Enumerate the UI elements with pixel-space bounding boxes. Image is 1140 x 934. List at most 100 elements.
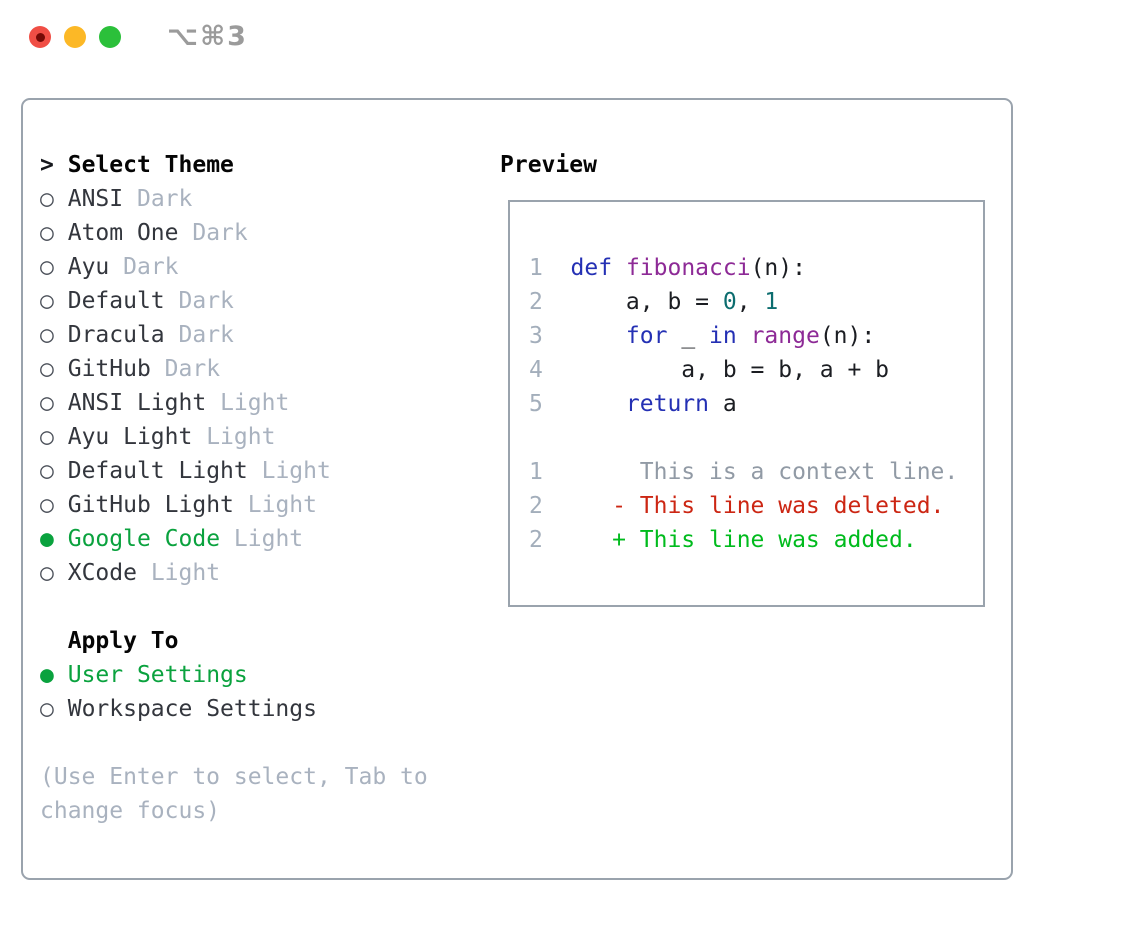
section-gap (40, 590, 480, 624)
preview-code-line: 2 + This line was added. (529, 523, 983, 557)
radio-icon: ○ (40, 458, 54, 484)
preview-code-line: 5 return a (529, 387, 983, 421)
theme-variant-badge: Light (206, 424, 276, 450)
code-token-pln (737, 323, 751, 349)
theme-picker-column: > Select Theme ○ ANSI Dark○ Atom One Dar… (40, 148, 480, 828)
theme-variant-badge: Dark (164, 356, 221, 382)
radio-icon: ○ (40, 696, 54, 722)
select-theme-header: > Select Theme (40, 148, 480, 182)
theme-variant-badge: Light (220, 390, 290, 416)
theme-option-github[interactable]: ○ GitHub Dark (40, 352, 480, 386)
radio-icon: ○ (40, 390, 54, 416)
theme-option-dracula[interactable]: ○ Dracula Dark (40, 318, 480, 352)
theme-option-ansi[interactable]: ○ ANSI Dark (40, 182, 480, 216)
theme-variant-badge: Dark (192, 220, 248, 246)
theme-variant-badge: Dark (123, 254, 179, 280)
theme-option-github-light[interactable]: ○ GitHub Light Light (40, 488, 480, 522)
theme-option-ayu-light[interactable]: ○ Ayu Light Light (40, 420, 480, 454)
zoom-button-icon[interactable] (99, 26, 121, 48)
code-token-del: - This line was deleted. (570, 493, 945, 519)
window-title: ⌥⌘3 (167, 21, 248, 52)
radio-icon: ○ (40, 356, 54, 382)
theme-variant-badge: Light (247, 492, 317, 518)
preview-code-line: 4 a, b = b, a + b (529, 353, 983, 387)
hint-line: change focus) (40, 798, 221, 824)
line-number: 4 (529, 357, 543, 383)
line-number: 2 (529, 527, 543, 553)
theme-name: XCode (67, 560, 137, 586)
line-number: 2 (529, 493, 543, 519)
line-number: 3 (529, 323, 543, 349)
theme-list: > Select Theme ○ ANSI Dark○ Atom One Dar… (40, 148, 480, 590)
apply-option-label: Workspace Settings (67, 696, 317, 722)
code-token-lit: 0 (722, 289, 737, 315)
theme-name: Dracula (67, 322, 165, 348)
preview-code-line: 1 This is a context line. (529, 455, 983, 489)
line-number: 2 (529, 289, 543, 315)
hint-line: (Use Enter to select, Tab to (40, 764, 428, 790)
preview-code-line: 2 - This line was deleted. (529, 489, 983, 523)
theme-name: Google Code (67, 526, 221, 552)
code-token-pln (571, 391, 626, 417)
code-token-pln: (n): (819, 323, 876, 349)
theme-variant-badge: Light (233, 526, 304, 552)
theme-option-default-light[interactable]: ○ Default Light Light (40, 454, 480, 488)
apply-to-header: Apply To (40, 624, 480, 658)
radio-icon: ○ (40, 424, 54, 450)
theme-name: ANSI (67, 186, 124, 212)
code-token-kw: for (625, 323, 668, 349)
code-token-pln: a, b = (570, 289, 723, 315)
theme-variant-badge: Dark (178, 322, 234, 348)
radio-icon: ○ (40, 220, 54, 246)
code-token-pln: a, b = b, a + b (570, 357, 890, 383)
code-token-pln: ): (778, 255, 806, 281)
theme-picker-panel: > Select Theme ○ ANSI Dark○ Atom One Dar… (21, 98, 1013, 880)
theme-variant-badge: Dark (136, 186, 193, 212)
apply-to-header-label: Apply To (67, 628, 179, 654)
theme-name: ANSI Light (67, 390, 207, 416)
theme-name: Ayu (67, 254, 110, 280)
theme-option-ayu[interactable]: ○ Ayu Dark (40, 250, 480, 284)
radio-icon: ○ (40, 560, 54, 586)
theme-name: Atom One (67, 220, 179, 246)
radio-selected-icon: ● (40, 526, 54, 552)
traffic-lights (29, 26, 121, 48)
hint-text: (Use Enter to select, Tab to change focus… (40, 760, 480, 828)
code-token-kw: in (709, 323, 737, 349)
minimize-button-icon[interactable] (64, 26, 86, 48)
radio-icon: ○ (40, 288, 54, 314)
theme-option-ansi-light[interactable]: ○ ANSI Light Light (40, 386, 480, 420)
section-gap (40, 726, 480, 760)
theme-name: Ayu Light (67, 424, 193, 450)
preview-code-line: 2 a, b = 0, 1 (529, 285, 983, 319)
theme-option-google-code[interactable]: ● Google Code Light (40, 522, 480, 556)
code-token-pln: , (736, 289, 765, 315)
code-token-lit: 1 (764, 289, 779, 315)
code-token-pln (571, 323, 626, 349)
line-number: 1 (529, 459, 543, 485)
theme-variant-badge: Light (150, 560, 221, 586)
line-number: 1 (529, 255, 543, 281)
preview-code-line (529, 421, 983, 455)
theme-variant-badge: Light (261, 458, 331, 484)
theme-option-xcode[interactable]: ○ XCode Light (40, 556, 480, 590)
apply-option-user-settings[interactable]: ● User Settings (40, 658, 480, 692)
apply-option-workspace-settings[interactable]: ○ Workspace Settings (40, 692, 480, 726)
radio-icon: ○ (40, 254, 54, 280)
radio-icon: ○ (40, 492, 54, 518)
code-token-pln: n (764, 255, 779, 281)
focus-caret-icon: > (40, 152, 54, 178)
preview-code-line: 3 for _ in range(n): (529, 319, 983, 353)
code-token-kw: return (625, 391, 710, 417)
select-theme-header-label: Select Theme (67, 152, 234, 178)
theme-option-atom-one[interactable]: ○ Atom One Dark (40, 216, 480, 250)
theme-name: GitHub Light (67, 492, 234, 518)
theme-option-default[interactable]: ○ Default Dark (40, 284, 480, 318)
close-button-icon[interactable] (29, 26, 51, 48)
code-token-ctx: This is a context line. (570, 459, 959, 485)
radio-icon: ○ (40, 186, 54, 212)
theme-variant-badge: Dark (178, 288, 234, 314)
